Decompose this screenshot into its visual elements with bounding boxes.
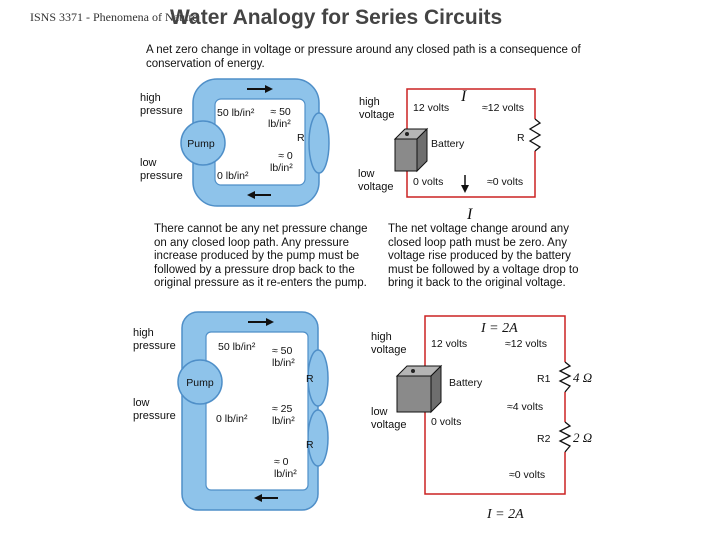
top-v-bottom-left: 0 volts bbox=[413, 176, 443, 188]
top-water-low-label: low pressure bbox=[140, 157, 183, 182]
bottom-p-right-2: ≈ 25 lb/in² bbox=[272, 403, 295, 427]
top-p-right-bottom: ≈ 0 lb/in² bbox=[270, 150, 293, 174]
top-water-diagram: Pump 50 lb/in² 0 lb/in² R bbox=[180, 78, 330, 207]
top-water-r: R bbox=[297, 132, 305, 144]
bottom-circuit-low-label: low voltage bbox=[371, 406, 407, 431]
top-battery-side bbox=[416, 127, 428, 173]
bottom-current-bottom: I = 2A bbox=[486, 507, 524, 522]
bottom-current-top: I = 2A bbox=[480, 321, 518, 336]
bottom-water-arrowhead-top bbox=[266, 318, 274, 326]
top-circuit-diagram: I I 12 volts ≈12 volts Battery R 0 volts… bbox=[393, 88, 542, 220]
bottom-water-resistor-2 bbox=[307, 409, 329, 467]
bottom-battery-terminal bbox=[411, 369, 415, 373]
top-water-high-label: high pressure bbox=[140, 92, 183, 117]
top-circuit-low-label: low voltage bbox=[358, 168, 394, 193]
right-explanation: The net voltage change around any closed… bbox=[388, 223, 579, 289]
bottom-p-left-bottom: 0 lb/in² bbox=[216, 413, 248, 425]
bottom-v-top-right: ≈12 volts bbox=[505, 338, 547, 350]
top-water-resistor bbox=[308, 112, 330, 174]
top-pump-label: Pump bbox=[187, 138, 215, 150]
bottom-water-r2: R bbox=[306, 439, 314, 451]
top-v-top-right: ≈12 volts bbox=[482, 102, 524, 114]
intro-text: A net zero change in voltage or pressure… bbox=[146, 44, 581, 70]
top-current-bottom: I bbox=[466, 206, 473, 220]
top-v-top-left: 12 volts bbox=[413, 102, 449, 114]
bottom-circuit-high-label: high voltage bbox=[371, 331, 407, 356]
bottom-wire-bottom bbox=[424, 410, 566, 495]
bottom-pump-label: Pump bbox=[186, 377, 214, 389]
top-current-top: I bbox=[460, 88, 467, 105]
bottom-battery-label: Battery bbox=[449, 377, 483, 389]
top-p-right-top: ≈ 50 lb/in² bbox=[268, 106, 291, 130]
top-circuit-r: R bbox=[517, 132, 525, 144]
top-v-bottom-right: ≈0 volts bbox=[487, 176, 523, 188]
top-battery-label: Battery bbox=[431, 138, 465, 150]
bottom-v-mid: ≈4 volts bbox=[507, 401, 543, 413]
top-current-arrowhead bbox=[461, 185, 469, 193]
top-pump-circle bbox=[180, 120, 226, 166]
bottom-r2-label: R2 bbox=[537, 433, 551, 445]
top-p-top: 50 lb/in² bbox=[217, 107, 255, 119]
bottom-p-right-1: ≈ 50 lb/in² bbox=[272, 345, 295, 369]
bottom-water-r1: R bbox=[306, 373, 314, 385]
bottom-water-low-label: low pressure bbox=[133, 397, 176, 422]
top-resistor bbox=[528, 118, 542, 152]
bottom-v-bottom-left: 0 volts bbox=[431, 416, 461, 428]
bottom-p-right-3: ≈ 0 lb/in² bbox=[274, 456, 297, 480]
left-explanation: There cannot be any net pressure change … bbox=[154, 223, 368, 289]
bottom-water-arrowhead-bottom bbox=[254, 494, 262, 502]
top-water-arrowhead-bottom bbox=[247, 191, 255, 199]
bottom-r2-value: 2 Ω bbox=[573, 430, 592, 445]
top-circuit-high-label: high voltage bbox=[359, 96, 395, 121]
bottom-v-bottom-right: ≈0 volts bbox=[509, 469, 545, 481]
bottom-v-top-left: 12 volts bbox=[431, 338, 467, 350]
course-label: ISNS 3371 - Phenomena of Nature bbox=[30, 10, 198, 24]
bottom-r1-label: R1 bbox=[537, 373, 551, 385]
bottom-wire-top bbox=[424, 315, 566, 366]
bottom-r1-value: 4 Ω bbox=[573, 370, 592, 385]
bottom-pump-circle bbox=[177, 359, 223, 405]
bottom-water-high-label: high pressure bbox=[133, 327, 176, 352]
top-battery-front bbox=[394, 138, 418, 172]
top-water-arrowhead-top bbox=[265, 85, 273, 93]
top-battery-terminal bbox=[405, 132, 409, 136]
bottom-resistor-1 bbox=[558, 361, 572, 393]
top-p-bottom: 0 lb/in² bbox=[217, 170, 249, 182]
top-wire-bottom bbox=[406, 151, 536, 198]
bottom-water-inner bbox=[205, 331, 309, 491]
bottom-p-top: 50 lb/in² bbox=[218, 341, 256, 353]
bottom-battery-side bbox=[430, 364, 442, 414]
top-wire-top bbox=[406, 88, 536, 135]
slide-title: Water Analogy for Series Circuits bbox=[170, 6, 503, 29]
bottom-circuit-diagram: I = 2A I = 2A 12 volts ≈12 volts Battery… bbox=[395, 315, 592, 522]
bottom-resistor-2 bbox=[558, 421, 572, 453]
bottom-water-diagram: Pump 50 lb/in² 0 lb/in² R R bbox=[177, 311, 329, 511]
